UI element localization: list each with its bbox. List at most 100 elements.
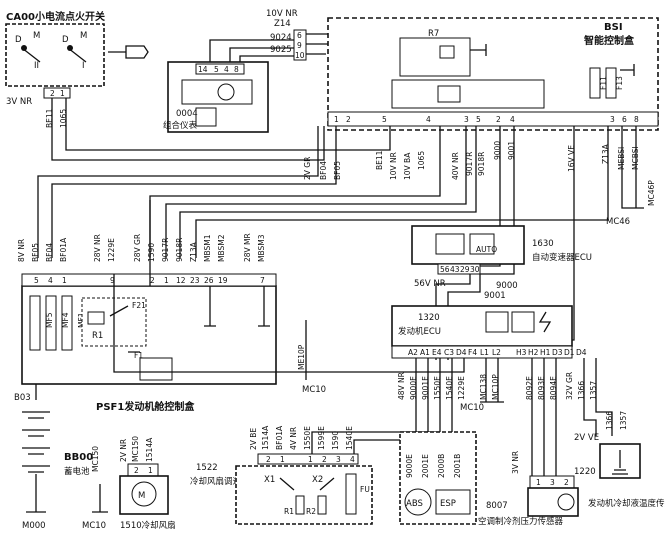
wire-z13a-path	[195, 126, 609, 258]
ecu1320-wire-8092e: 8092E	[525, 376, 534, 400]
ignition-wire-be11: BE11	[45, 108, 54, 128]
bsi-connector-2vgr: 2V GR	[303, 157, 312, 180]
psf1-wire-mbsm1: MBSM1	[203, 234, 212, 262]
ignition-switch: CA00小电流点火开关 D M II D M I 2 1 3V NR BE11 …	[5, 10, 149, 128]
psf1-box: 8V NR 28V NR 28V GR 28V MR BF05 BF04 BF0…	[17, 200, 326, 413]
bsi-pin-2: 2	[346, 115, 351, 124]
psf1-pin-12: 12	[176, 276, 186, 285]
ecu1320-wire-8093e: 8093E	[537, 376, 546, 400]
psf1-pin-19: 19	[218, 276, 228, 285]
bsi-name: 智能控制盒	[584, 34, 635, 47]
cooling-fan: MC150 MC10 2V NR MC150 1514A 2 1 M 1510冷…	[82, 436, 176, 531]
bsi-box: BSI 智能控制盒 R7 F11 F13 1 2 5 4 3 5 2 4 3 6…	[303, 17, 659, 227]
bsi-pin-3b: 3	[610, 115, 615, 124]
sensor1220-connector: 2V VE	[574, 433, 599, 443]
module-resistor-r2	[317, 495, 327, 515]
bsi-pin-4: 4	[426, 115, 431, 124]
ecu1320-pin-l2: L2	[492, 348, 501, 357]
psf1-contact-f1: F1	[134, 351, 143, 360]
bsi-pin-strip	[327, 111, 659, 127]
ecu1630-wire-9000: 9000	[496, 281, 518, 291]
psf1-pin-9: 9	[110, 276, 115, 285]
psf1-fuse-mf4	[45, 295, 57, 351]
psf1-wire-1229e: 1229E	[107, 238, 116, 262]
module-wire-1540e: 1540E	[345, 426, 354, 450]
sensor8007-code: 8007	[486, 501, 508, 511]
module-connector-2vbe: 2V BE	[249, 428, 258, 450]
can-wire-9000e: 9000E	[405, 454, 414, 478]
module-resistor-r1	[295, 495, 305, 515]
module-wire-1514a: 1514A	[261, 425, 270, 450]
ecu1630-pin-strip	[437, 263, 481, 275]
psf1-pin-23: 23	[190, 276, 200, 285]
module-connector-4vnr: 4V NR	[289, 427, 298, 450]
psf1-wire-z13a: Z13A	[189, 241, 198, 262]
module-wire-1550e: 1550E	[303, 426, 312, 450]
fan-ground-mc10: MC10	[82, 521, 106, 531]
ecu1630-pin-29: 29	[460, 265, 470, 274]
can-wire-2001b: 2001B	[453, 454, 462, 478]
psf1-wire-bf05: BF05	[31, 243, 40, 262]
psf1-ground-symbols	[204, 286, 270, 327]
bsi-fuse-f11	[589, 67, 601, 99]
ecu1630-wire-9001: 9001	[484, 291, 506, 301]
ecu1320-pin-f4: F4	[468, 348, 477, 357]
sensor8007-pin-3: 3	[550, 478, 555, 487]
ecu1630-pin-56: 56	[440, 265, 450, 274]
wire-9017r-path	[165, 126, 467, 258]
dashboard-code: 0004	[176, 109, 198, 119]
ignition-key-icon	[108, 45, 149, 59]
dashboard-connector	[195, 63, 245, 75]
esp-label: ESP	[440, 499, 456, 509]
ecu1630-auto-label: AUTO	[476, 245, 497, 254]
dashboard-top-pin-9: 9	[297, 41, 302, 50]
psf1-connector-8vnr: 8V NR	[17, 239, 26, 262]
bsi-wire-be11: BE11	[375, 150, 384, 170]
module-pin-1b: 1	[308, 455, 313, 464]
ecu1320-chip-icon	[485, 311, 509, 333]
psf1-pin-strip	[21, 273, 277, 287]
psf1-wire-bf04: BF04	[45, 243, 54, 262]
psf1-connector-28vmr: 28V MR	[243, 233, 252, 262]
battery-code: BB00	[64, 452, 93, 463]
ecu1320-wire-mc10p: MC10P	[491, 374, 500, 400]
bsi-pin-5: 5	[382, 115, 387, 124]
bsi-fuse-f13	[605, 67, 617, 99]
ecu1320-pin-d4: D4	[456, 348, 467, 357]
ecu1320-name: 发动机ECU	[398, 326, 441, 337]
wire-9000-path	[480, 126, 501, 267]
ecu1630-code: 1630	[532, 239, 554, 249]
dashboard-pin-5: 5	[214, 65, 219, 74]
wire-bf04-path	[37, 126, 319, 258]
bsi-ground-symbol	[620, 64, 635, 76]
can-bus: 9000E 2001E 2000B 2001B ABS ESP	[399, 358, 477, 525]
bsi-pin-3: 3	[464, 115, 469, 124]
bsi-relay-box	[399, 37, 471, 77]
ecu1320-pin-d4b: D4	[576, 348, 587, 357]
fan-ground-symbol	[92, 484, 108, 513]
wire-9018r-path	[179, 126, 477, 258]
battery-top-label: B03	[14, 393, 31, 403]
psf1-relay-r1: R1	[92, 331, 103, 341]
ecu1320-spark-icon	[538, 311, 552, 333]
dashboard-top-pins	[293, 29, 307, 61]
dashboard-name: 组合仪表	[163, 120, 198, 131]
sensor1220-thermometer-icon	[612, 450, 628, 475]
ecu1320-wire-1540e: 1540E	[445, 376, 454, 400]
fan-ground-label: MC150	[91, 446, 100, 472]
sensor8007-pin-2: 2	[564, 478, 569, 487]
module-relay-x1: X1	[264, 475, 275, 485]
ecu1320-pin-l1: L1	[480, 348, 489, 357]
ecu1320-ground-mc10: MC10	[460, 403, 484, 413]
can-bus-wires	[415, 358, 429, 432]
ecu1320-pin-h2: H2	[528, 348, 539, 357]
bsi-ground-mc46: MC46	[606, 217, 630, 227]
ignition-pos-ii: II	[34, 61, 39, 71]
fan-connector-block	[127, 463, 159, 477]
ecu1320-wire-9000e: 9000E	[409, 376, 418, 400]
module-pin-2b: 2	[322, 455, 327, 464]
bsi-relay-coil	[439, 45, 455, 59]
module-pin-3: 3	[336, 455, 341, 464]
sensor1220-wire-1357: 1357	[619, 411, 628, 430]
